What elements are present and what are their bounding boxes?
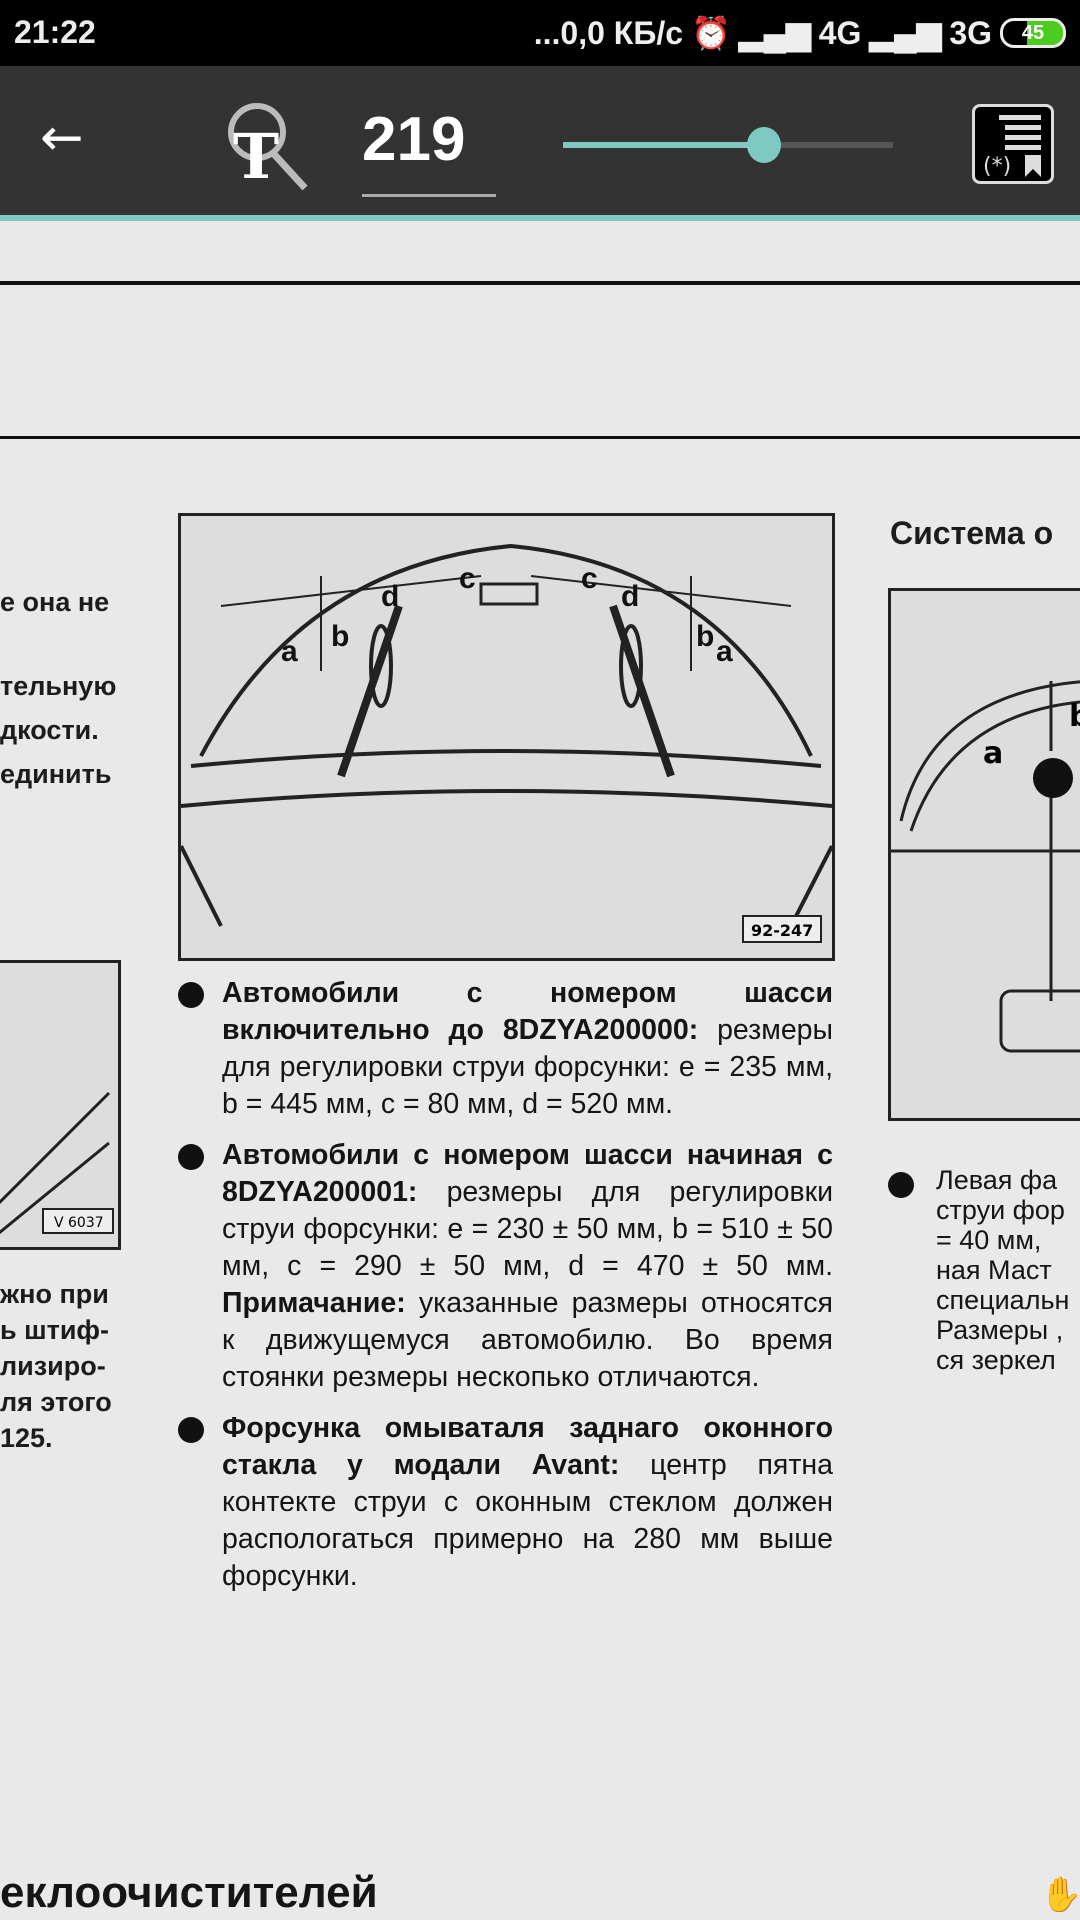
right-heading: Система о — [890, 515, 1054, 551]
dimension-label: d — [621, 580, 639, 613]
network-3g: 3G — [949, 14, 992, 51]
text-search-icon[interactable]: T — [225, 98, 325, 197]
bullet-list: Автомобили с номером шасси включительно … — [178, 975, 833, 1609]
dimension-label: c — [581, 562, 598, 595]
figure-label: 92-247 — [751, 921, 813, 940]
status-bar: 21:22 ...0,0 КБ/с ⏰ ▂▄▆ 4G ▂▄▆ 3G 45 — [0, 0, 1080, 66]
dimension-label: a — [983, 736, 1003, 771]
section-heading: еклоочистителей — [0, 1868, 378, 1917]
clock: 21:22 — [14, 14, 96, 50]
toolbar-accent-line — [0, 215, 1080, 221]
dimension-label: b — [696, 620, 714, 653]
page-rule — [0, 281, 1080, 285]
back-button[interactable]: ← — [40, 112, 84, 164]
bullet-icon — [888, 1172, 914, 1198]
bullet-icon — [178, 982, 204, 1008]
figure-label: V 6037 — [54, 1215, 104, 1231]
alarm-icon: ⏰ — [691, 15, 731, 51]
list-item: Автомобили с номером шасси включительно … — [178, 975, 833, 1123]
svg-text:T: T — [233, 120, 279, 193]
page-number-input[interactable]: 219 — [362, 105, 466, 174]
toc-bookmark-icon: (*) — [983, 115, 1041, 179]
slider-thumb[interactable] — [747, 127, 782, 163]
dimension-label: b — [331, 620, 349, 653]
page-input-underline — [362, 194, 496, 197]
net-speed: ...0,0 КБ/с — [533, 14, 683, 51]
battery-icon: 45 — [1000, 18, 1066, 48]
dimension-label: c — [459, 562, 476, 595]
signal-icon: ▂▄▆ — [869, 15, 942, 51]
dimension-label: b — [1069, 699, 1080, 734]
reader-toolbar: ← T 219 (*) — [0, 66, 1080, 215]
bullet-icon — [178, 1144, 204, 1170]
signal-icon: ▂▄▆ — [738, 15, 811, 51]
list-item: Форсунка омываталя заднаго оконного стак… — [178, 1410, 833, 1595]
dimension-label: a — [281, 635, 298, 668]
dimension-label: d — [381, 580, 399, 613]
slider-fill — [563, 142, 765, 148]
toc-button[interactable]: (*) — [972, 104, 1054, 184]
network-4g: 4G — [818, 14, 862, 51]
hand-pan-icon[interactable]: ✋ — [1040, 1875, 1080, 1915]
page-slider[interactable] — [563, 127, 893, 163]
page-rule — [0, 436, 1080, 439]
list-item: Автомобили с номером шасси начиная с 8DZ… — [178, 1137, 833, 1396]
right-diagram: a b — [888, 588, 1080, 1121]
left-figure: V 6037 — [0, 960, 121, 1250]
bullet-icon — [178, 1417, 204, 1443]
svg-text:(*): (*) — [983, 154, 1011, 179]
windshield-diagram: a b d c c d b a 92-247 — [178, 513, 835, 961]
arrow-left-icon: ← — [40, 108, 84, 168]
dimension-label: a — [716, 635, 733, 668]
